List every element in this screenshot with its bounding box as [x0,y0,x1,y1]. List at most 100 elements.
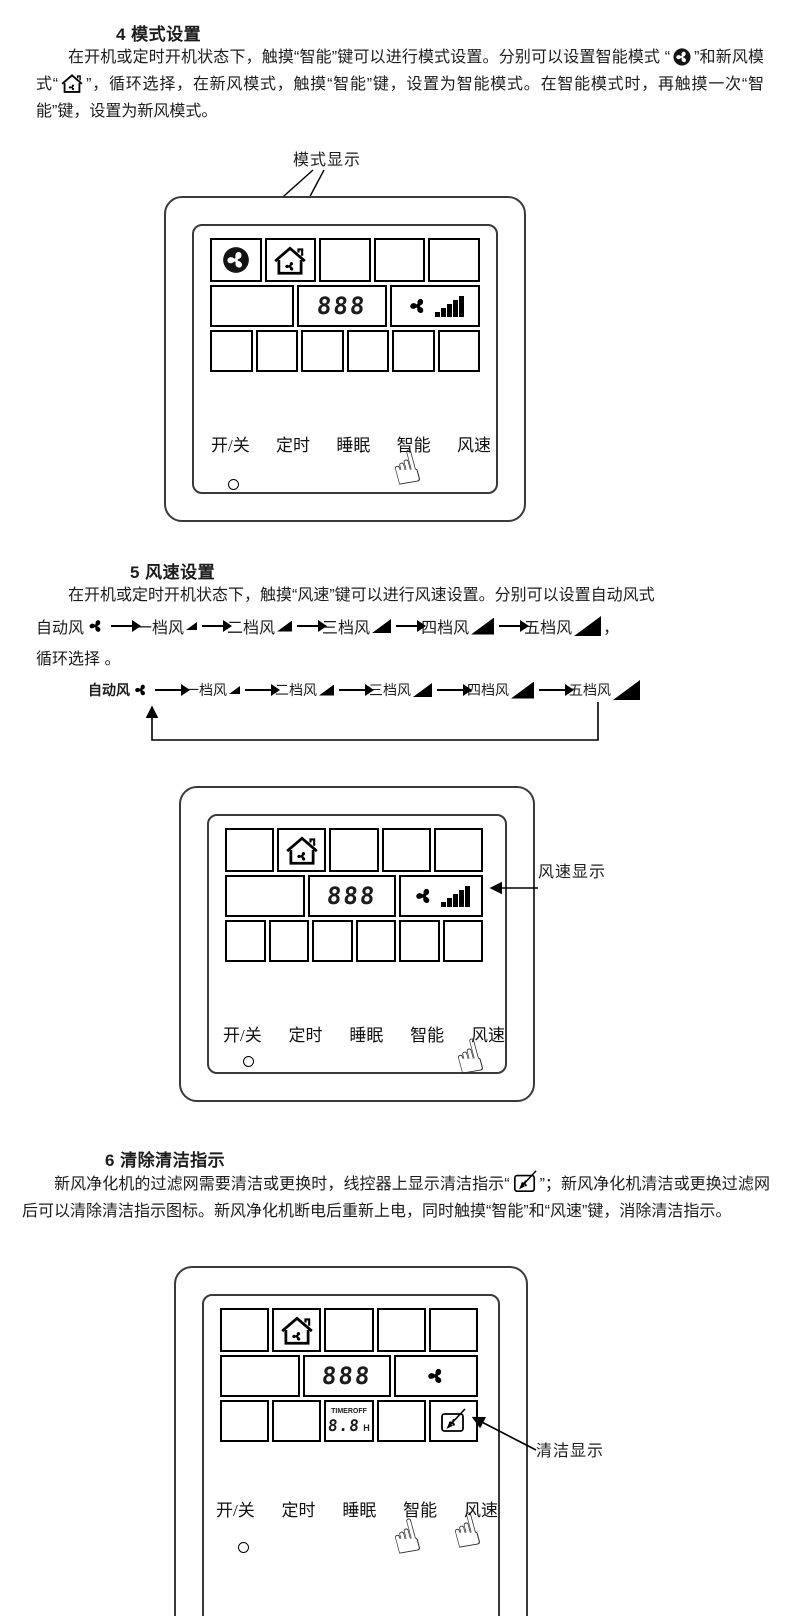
lcd-cell-fan-speed [399,875,483,917]
touch-key-row: 开/关 定时 睡眠 智能 风速 [211,431,491,456]
power-led-dot [238,1542,249,1553]
lcd-cell-blank [220,1400,270,1442]
sleep-button[interactable]: 睡眠 [336,436,371,455]
right-arrow-icon [396,620,427,631]
speed-step-label: 二档风 [275,682,317,698]
fan-icon [424,1364,448,1388]
fan-speed-ramp-4 [511,681,534,699]
lcd-cell-fresh-air [277,828,327,872]
lcd-cell-fresh-air [272,1308,322,1352]
clean-indicator-icon [512,1170,538,1194]
power-led-dot [243,1056,254,1067]
lcd-display: 888 TIMER OFF 8.8 H [220,1308,479,1442]
smart-button[interactable]: 智能 [396,436,431,455]
section-heading-fan-speed: 5 风速设置 [130,563,216,582]
hour-unit: H [363,1423,370,1433]
fan-speed-ramp-1 [229,686,240,694]
timer-button[interactable]: 定时 [281,1501,316,1520]
lcd-cell-blank [225,920,266,962]
lcd-cell-timer: TIMER OFF 8.8 H [324,1400,374,1442]
lcd-cell-blank [376,1308,426,1352]
lcd-cell-blank [312,920,353,962]
lcd-cell-blank [220,1355,300,1397]
lcd-cell-blank [272,1400,322,1442]
lcd-digits: 888 [326,882,378,910]
power-led-dot [228,479,239,490]
fresh-air-mode-icon [279,1315,315,1346]
speed-step-label: 五档风 [524,620,573,637]
fan-speed-button[interactable]: 风速 [463,1501,498,1520]
lcd-digits: 888 [321,1362,373,1390]
right-arrow-icon [245,684,280,695]
mode-paragraph-text-3: ”，循环选择，在新风模式，触摸“智能”键，设置为智能模式。在智能模式时，再触摸一… [36,76,764,120]
lcd-cell-fresh-air [264,238,317,282]
lcd-cell-blank [210,330,253,372]
smart-mode-icon [672,47,692,67]
right-arrow-icon [499,620,530,631]
lcd-cell-blank [329,828,379,872]
controller-panel-clean: 888 TIMER OFF 8.8 H [174,1266,528,1616]
speed-step-label: 五档风 [569,682,611,698]
fresh-air-mode-icon [284,835,320,866]
lcd-cell-blank [399,920,440,962]
lcd-digits: 888 [316,292,368,320]
lcd-cell-blank [433,828,484,872]
clean-paragraph-text-1: 新风净化机的过滤网需要清洁或更换时，线控器上显示清洁指示“ [54,1176,510,1193]
fan-speed-bars [441,885,470,907]
lcd-cell-blank [376,1400,426,1442]
lcd-cell-digits: 888 [303,1355,391,1397]
lcd-cell-blank [437,330,480,372]
lcd-cell-fan [394,1355,478,1397]
timer-label: TIMER [331,1408,353,1415]
lcd-cell-blank [442,920,483,962]
lcd-cell-blank [373,238,426,282]
lcd-display: 888 [225,828,484,962]
lcd-cell-blank [428,1308,479,1352]
lcd-cell-blank [346,330,389,372]
clean-paragraph: 新风净化机的过滤网需要清洁或更换时，线控器上显示清洁指示“”；新风净化机清洁或更… [22,1170,770,1225]
lcd-cell-blank [319,238,371,282]
controller-face: 888 开/关 定时 睡眠 智能 风速 [207,814,507,1074]
lcd-cell-blank [355,920,396,962]
speed-step-label: 二档风 [227,620,276,637]
lcd-cell-blank [392,330,435,372]
right-arrow-icon [111,620,142,631]
fan-speed-ramp-3 [372,619,392,633]
fan-icon [406,294,430,318]
smart-button[interactable]: 智能 [403,1501,438,1520]
power-button[interactable]: 开/关 [216,1501,255,1520]
sleep-button[interactable]: 睡眠 [349,1026,384,1045]
speed-callout-arrow [489,881,538,895]
fan-speed-ramp-3 [413,683,432,697]
touch-key-row: 开/关 定时 睡眠 智能 风速 [223,1021,505,1046]
fan-speed-button[interactable]: 风速 [456,436,491,455]
right-arrow-icon [437,684,472,695]
sleep-button[interactable]: 睡眠 [342,1501,377,1520]
section-heading-mode: 4 模式设置 [116,25,202,44]
lcd-cell-blank [428,238,480,282]
fan-speed-ramp-2 [277,620,293,632]
mode-display-callout: 模式显示 [293,152,362,169]
timer-button[interactable]: 定时 [276,436,311,455]
lcd-cell-blank [381,828,431,872]
speed-step-label: 自动风 [36,620,85,637]
speed-step-label: 一档风 [185,682,227,698]
smart-button[interactable]: 智能 [410,1026,445,1045]
right-arrow-icon [339,684,374,695]
fan-speed-ramp-5 [574,616,602,636]
lcd-cell-fan-speed [390,285,480,327]
fan-icon [412,884,436,908]
clean-paragraph-text-2: ”；新风净化机清洁或更换过滤网后可以清除清洁指示图标。新风净化机断电后重新上电，… [22,1176,770,1220]
power-button[interactable]: 开/关 [223,1026,262,1045]
clean-callout-arrow [471,1416,537,1451]
lcd-cell-blank [225,828,275,872]
power-button[interactable]: 开/关 [211,436,250,455]
fan-speed-bars [435,295,464,317]
timer-button[interactable]: 定时 [288,1026,323,1045]
fan-speed-ramp-5 [613,680,640,700]
speed-step-label: 四档风 [421,620,470,637]
fan-speed-button[interactable]: 风速 [470,1026,505,1045]
controller-panel-fan-speed: 888 开/关 定时 睡眠 智能 风速 [179,786,535,1102]
controller-face: 888 TIMER OFF 8.8 H [202,1294,500,1616]
smart-mode-icon [221,245,251,275]
